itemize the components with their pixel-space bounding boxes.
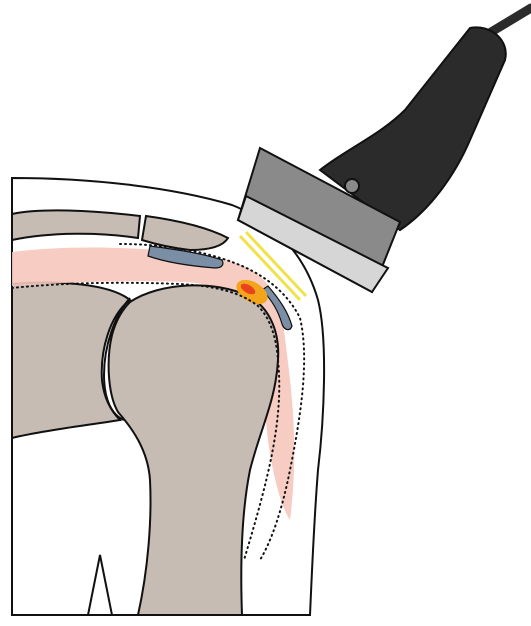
probe-button-icon <box>345 179 359 193</box>
